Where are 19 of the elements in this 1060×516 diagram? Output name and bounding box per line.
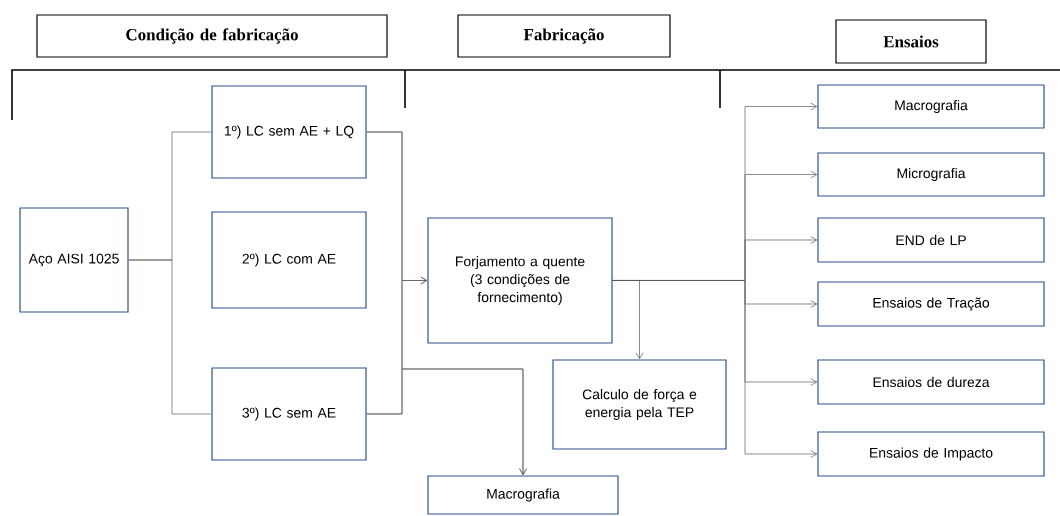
process-box: Forjamento a quente (3 condições de fornecimento) (427, 217, 613, 344)
process-box: Macrografia (817, 84, 1045, 129)
process-box: Ensaios de dureza (817, 359, 1045, 405)
process-box: Calculo de força e energia pela TEP (552, 359, 727, 450)
process-box: Macrografia (427, 475, 619, 515)
connector (128, 259, 212, 415)
process-box: Aço AISI 1025 (19, 207, 129, 313)
process-box: Ensaios de Impacto (817, 431, 1045, 477)
process-box: Micrografia (817, 152, 1045, 197)
process-box: 2º) LC com AE (211, 211, 367, 309)
header-box: Fabricação (457, 14, 671, 58)
process-box: 1º) LC sem AE + LQ (211, 85, 367, 179)
header-box: Condição de fabricação (36, 14, 388, 58)
connector (612, 280, 818, 458)
process-box: Ensaios de Tração (817, 281, 1045, 327)
process-box: END de LP (817, 217, 1045, 263)
header-box: Ensaios (835, 19, 987, 64)
connector (366, 368, 527, 476)
process-box: 3º) LC sem AE (211, 367, 367, 461)
